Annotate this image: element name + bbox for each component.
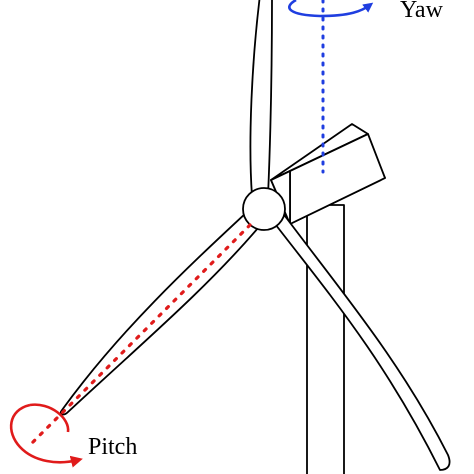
blade-upper bbox=[249, 0, 273, 197]
yaw-label: Yaw bbox=[400, 0, 444, 23]
hub bbox=[242, 187, 286, 231]
pitch-label: Pitch bbox=[88, 434, 137, 460]
blade-lower-right bbox=[271, 211, 451, 471]
pitch-rotation-arrow-icon bbox=[9, 403, 83, 468]
blade-lower-left bbox=[59, 211, 259, 416]
pitch-axis bbox=[28, 223, 252, 447]
yaw-rotation-arrow-icon bbox=[288, 0, 374, 18]
pitch-rotation-arrow-top bbox=[29, 403, 70, 433]
nacelle bbox=[270, 123, 386, 225]
tower bbox=[306, 204, 345, 474]
pitch-indicator: Pitch bbox=[9, 223, 252, 468]
yaw-indicator: Yaw bbox=[288, 0, 444, 174]
